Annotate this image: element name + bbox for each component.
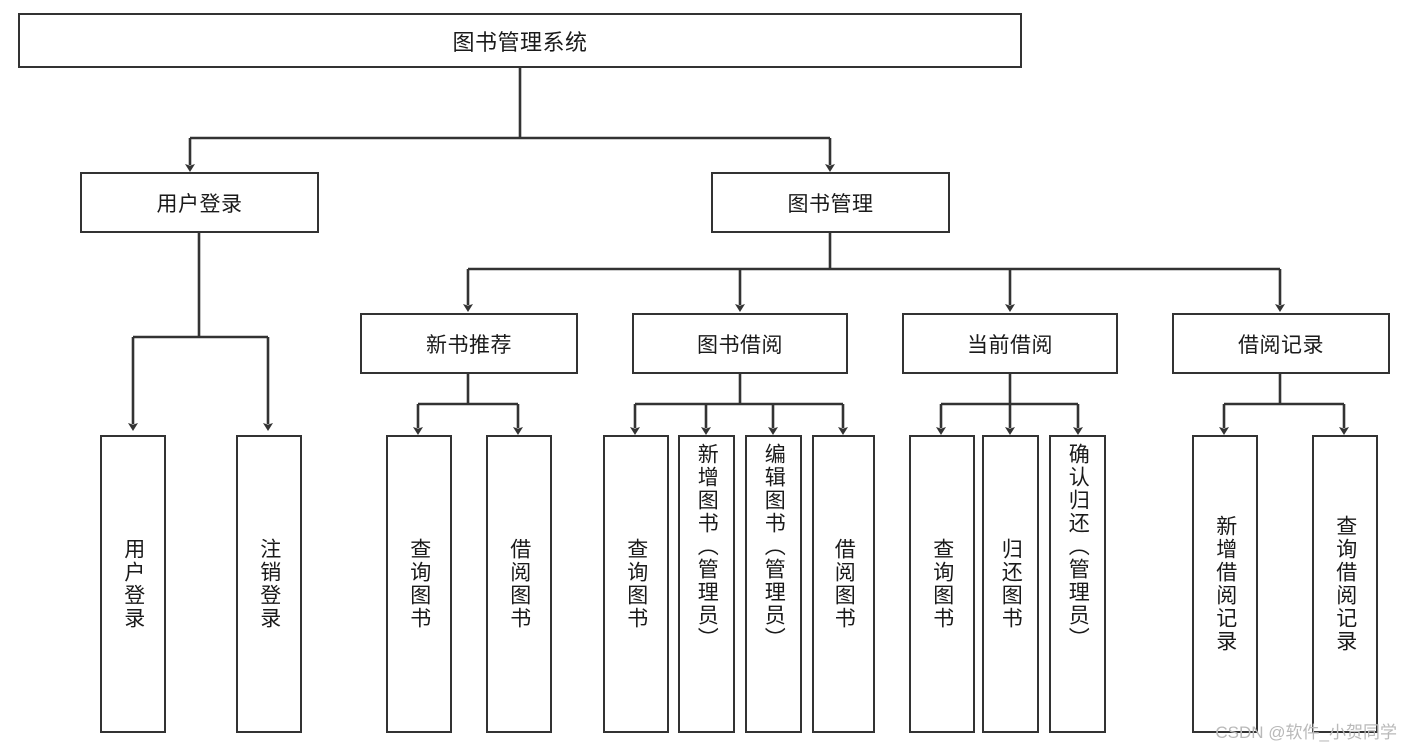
node-leaf-query-book-1-label: 查询图书 — [407, 538, 431, 630]
node-current-borrow-label: 当前借阅 — [967, 333, 1053, 357]
node-leaf-edit-book[interactable]: 编辑图书（管理员） — [745, 435, 802, 733]
node-leaf-return-book[interactable]: 归还图书 — [982, 435, 1039, 733]
node-root-label: 图书管理系统 — [452, 29, 588, 55]
node-leaf-query-book-3-label: 查询图书 — [930, 538, 954, 630]
node-user-login-label: 用户登录 — [156, 192, 243, 216]
node-root[interactable]: 图书管理系统 — [18, 13, 1022, 68]
node-leaf-add-record[interactable]: 新增借阅记录 — [1192, 435, 1258, 733]
node-leaf-query-book-2[interactable]: 查询图书 — [603, 435, 669, 733]
watermark-text: CSDN @软件_小贺同学 — [1215, 723, 1397, 742]
node-leaf-edit-book-label: 编辑图书（管理员） — [762, 443, 786, 650]
node-user-login[interactable]: 用户登录 — [80, 172, 319, 233]
node-leaf-query-book-3[interactable]: 查询图书 — [909, 435, 975, 733]
node-leaf-return-book-label: 归还图书 — [999, 538, 1023, 630]
node-leaf-user-login-label: 用户登录 — [121, 538, 145, 630]
node-borrow-record-label: 借阅记录 — [1238, 333, 1324, 357]
node-leaf-borrow-book-2[interactable]: 借阅图书 — [812, 435, 875, 733]
node-new-book-recommend[interactable]: 新书推荐 — [360, 313, 578, 374]
node-book-manage[interactable]: 图书管理 — [711, 172, 950, 233]
node-leaf-query-record-label: 查询借阅记录 — [1333, 515, 1357, 653]
node-book-borrow[interactable]: 图书借阅 — [632, 313, 848, 374]
node-leaf-query-book-1[interactable]: 查询图书 — [386, 435, 452, 733]
node-book-borrow-label: 图书借阅 — [697, 333, 783, 357]
node-leaf-add-record-label: 新增借阅记录 — [1213, 515, 1237, 653]
node-leaf-query-record[interactable]: 查询借阅记录 — [1312, 435, 1378, 733]
node-leaf-borrow-book-1-label: 借阅图书 — [507, 538, 531, 630]
node-leaf-user-login[interactable]: 用户登录 — [100, 435, 166, 733]
node-current-borrow[interactable]: 当前借阅 — [902, 313, 1118, 374]
node-leaf-confirm-return[interactable]: 确认归还（管理员） — [1049, 435, 1106, 733]
node-new-book-recommend-label: 新书推荐 — [426, 333, 512, 357]
node-leaf-confirm-return-label: 确认归还（管理员） — [1066, 443, 1090, 650]
node-leaf-user-logout[interactable]: 注销登录 — [236, 435, 302, 733]
node-book-manage-label: 图书管理 — [787, 192, 874, 216]
node-leaf-add-book[interactable]: 新增图书（管理员） — [678, 435, 735, 733]
node-borrow-record[interactable]: 借阅记录 — [1172, 313, 1390, 374]
node-leaf-borrow-book-1[interactable]: 借阅图书 — [486, 435, 552, 733]
node-leaf-user-logout-label: 注销登录 — [257, 538, 281, 630]
node-leaf-query-book-2-label: 查询图书 — [624, 538, 648, 630]
node-leaf-borrow-book-2-label: 借阅图书 — [832, 538, 856, 630]
node-leaf-add-book-label: 新增图书（管理员） — [695, 443, 719, 650]
